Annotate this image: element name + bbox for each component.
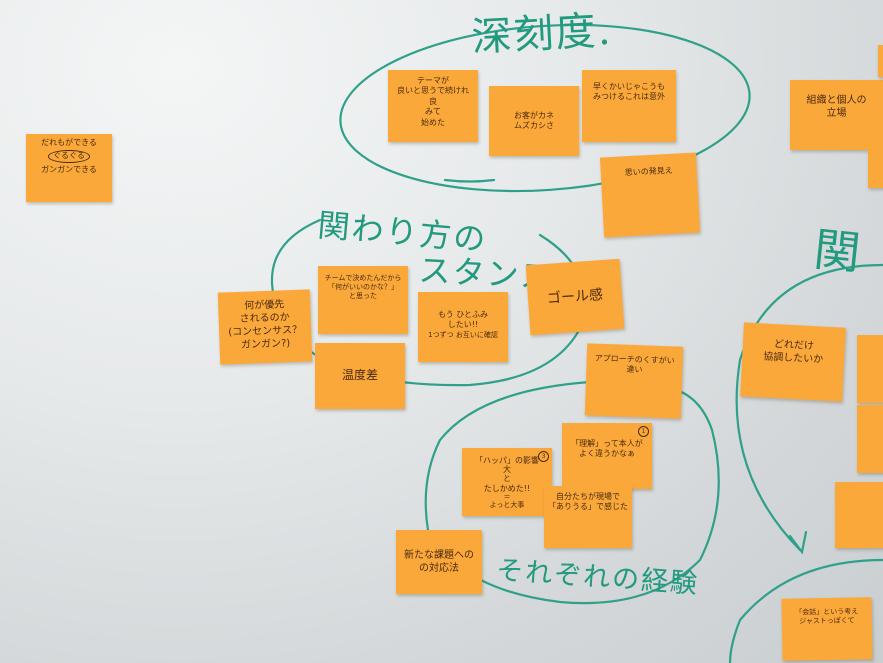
note-number-badge: 1 xyxy=(638,426,649,437)
sticky-note-right-edge-3 xyxy=(857,335,883,403)
sticky-note-team: チームで決めたんだから 「何がいいのかな？」 と思った xyxy=(318,266,408,334)
sticky-note-collab: どれだけ 協調したいか xyxy=(740,322,846,402)
sticky-note-temperature: 温度差 xyxy=(315,343,405,409)
right-arrow-head xyxy=(788,530,808,555)
sticky-note-customer: お客がカネ ムズカシさ xyxy=(489,86,579,156)
sticky-note-right-edge-5 xyxy=(835,482,883,548)
depth-ellipse xyxy=(339,23,751,193)
sticky-note-right-edge-2 xyxy=(878,45,883,77)
sticky-note-one-step: もう ひとふみ したい!! 1つずつ お互いに確認 xyxy=(418,292,508,362)
sticky-note-right-edge-4 xyxy=(857,405,883,473)
sticky-note-ballpark: 「ハッパ」の影響 大 と たしかめた!! ＝ よっと大事 3 xyxy=(462,448,552,516)
sticky-note-right-edge-1 xyxy=(868,150,883,188)
depth-arrow xyxy=(443,178,496,183)
sticky-note-thought: 思いの発見え xyxy=(599,152,701,238)
note-number-badge: 3 xyxy=(538,451,549,462)
sticky-note-left: だれもができる ぐるぐる ガンガンできる xyxy=(26,134,112,202)
sticky-note-self: 自分たちが現場で 「ありうる」で感じた xyxy=(544,486,632,548)
sticky-note-meaning: 「理解」って本人が よく違うかなぁ 1 xyxy=(562,423,652,489)
sticky-note-new-issue: 新たな課題への の対応法 xyxy=(396,530,482,594)
sticky-note-approach: アプローチのくすがい 違い xyxy=(584,343,684,419)
heading-right-partial: 関 xyxy=(811,221,865,281)
sticky-note-priority: 何が優先 されるのか (コンセンサス？ ガンガン?) xyxy=(217,289,313,365)
right-loop-lower xyxy=(728,558,883,663)
sticky-note-early: 早くかいじゃこうも みつけるこれは意外 xyxy=(582,70,676,142)
sticky-note-right-bottom: 「会話」という考え ジャストっぽくて xyxy=(781,597,873,661)
heading-depth: 深刻度. xyxy=(470,7,614,61)
sticky-note-theme: テーマが 良いと思うで続けれ 良 みて 始めた xyxy=(388,70,478,142)
sticky-note-goal: ゴール感 xyxy=(525,258,625,336)
sticky-note-org: 組織と個人の 立場 xyxy=(790,80,883,150)
right-loop-upper xyxy=(735,263,883,552)
experience-loop xyxy=(424,380,720,605)
